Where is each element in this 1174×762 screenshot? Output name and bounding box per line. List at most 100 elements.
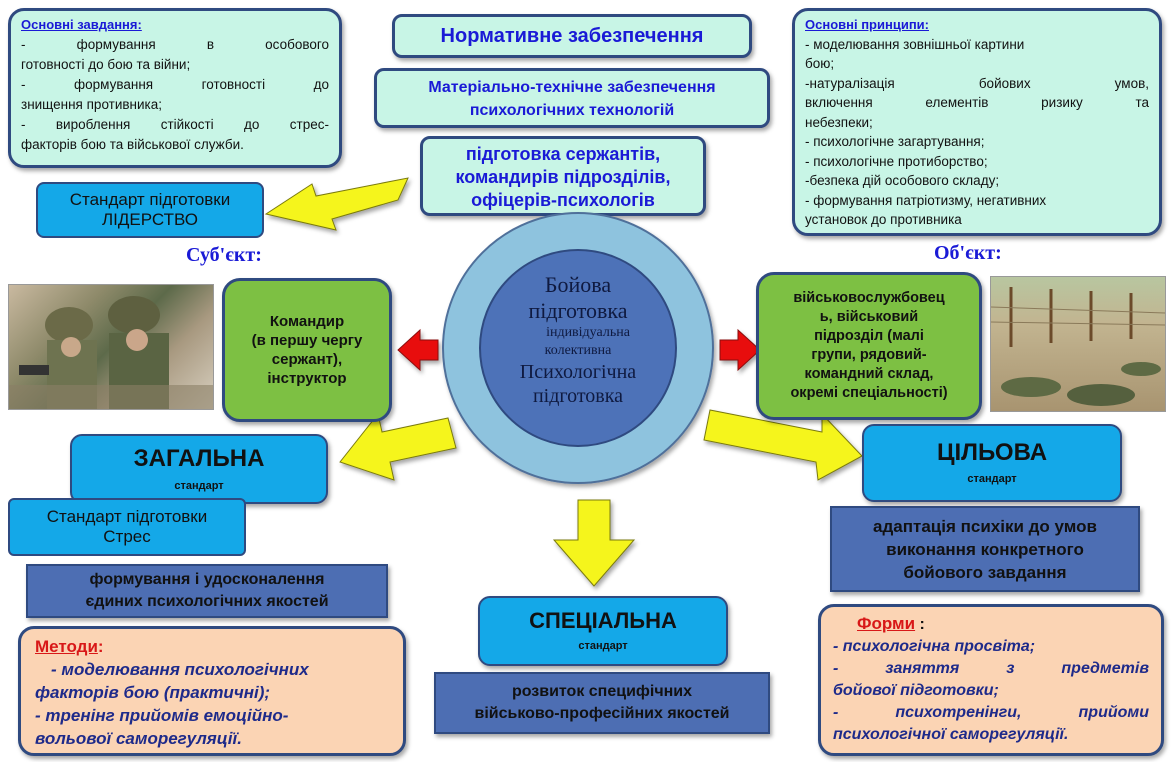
arrow-to-leadership — [264, 177, 409, 231]
target-standard-box: ЦІЛЬОВА стандарт — [862, 424, 1122, 502]
special-description-line: розвиток специфічних — [511, 683, 693, 700]
forms-panel: Форми : - психологічна просвіта; - занят… — [818, 604, 1164, 756]
soldiers-photo — [8, 284, 214, 410]
leadership-standard-line: ЛІДЕРСТВО — [102, 210, 198, 229]
special-subtitle: стандарт — [578, 640, 628, 652]
combat-training-line: Бойова — [544, 272, 612, 297]
task-line: готовності до бою та війни; — [21, 57, 191, 72]
form-line: - психотренінги, прийоми — [833, 704, 1149, 721]
target-description-line: виконання конкретного — [886, 539, 1084, 559]
methods-panel: Методи: - моделювання психологічних факт… — [18, 626, 406, 756]
forms-colon: : — [915, 616, 925, 633]
special-description-line: військово-професійних якостей — [474, 705, 730, 722]
general-description-line: формування і удосконалення — [89, 571, 325, 588]
object-label: Об'єкт: — [934, 242, 1002, 264]
training-line: підготовка сержантів, — [465, 144, 661, 164]
target-description-line: бойового завдання — [903, 562, 1067, 582]
leadership-standard-box: Стандарт підготовки ЛІДЕРСТВО — [36, 182, 264, 238]
principles-panel: Основні принципи: - моделювання зовнішнь… — [792, 8, 1162, 236]
subject-label: Суб'єкт: — [186, 244, 262, 266]
general-standard-box: ЗАГАЛЬНА стандарт — [70, 434, 328, 504]
principle-line: -натуралізація бойових умов, — [805, 75, 1149, 91]
method-line: факторів бою (практичні); — [35, 683, 271, 702]
special-description-box: розвиток специфічних військово-професійн… — [434, 672, 770, 734]
principle-line: - психологічне загартування; — [805, 134, 985, 149]
special-title: СПЕЦІАЛЬНА — [529, 608, 677, 633]
principle-line: небезпеки; — [805, 114, 873, 130]
serviceman-line: командний склад, — [804, 366, 934, 382]
method-line: - моделювання психологічних — [51, 660, 309, 679]
methods-colon: : — [97, 637, 104, 656]
principle-line: - формування патріотизму, негативних — [805, 192, 1047, 208]
general-description-line: єдиних психологічних якостей — [85, 593, 329, 610]
form-line: - психологічна просвіта; — [833, 638, 1036, 655]
general-subtitle: стандарт — [174, 480, 224, 492]
principles-title: Основні принципи: — [805, 17, 929, 32]
individual-label: індивідуальна — [546, 325, 630, 340]
serviceman-line: підрозділ (малі — [814, 328, 924, 344]
principle-line: установок до противника — [805, 212, 962, 227]
method-line: вольової саморегуляції. — [35, 729, 242, 748]
general-title: ЗАГАЛЬНА — [133, 445, 265, 472]
target-description-box: адаптація психіки до умов виконання конк… — [830, 506, 1140, 592]
principle-line: - психологічне протиборство; — [805, 153, 988, 169]
training-field-photo — [990, 276, 1166, 412]
material-support-box: Матеріально-технічне забезпечення психол… — [374, 68, 770, 128]
stress-standard-box: Стандарт підготовки Стрес — [8, 498, 246, 556]
arrow-to-special — [552, 499, 636, 587]
material-support-line: Матеріально-технічне забезпечення — [428, 79, 716, 96]
task-line: - вироблення стійкості до стрес- — [21, 117, 329, 132]
task-line: - формування готовності до — [21, 77, 329, 92]
general-description-box: формування і удосконалення єдиних психол… — [26, 564, 388, 618]
target-subtitle: стандарт — [967, 473, 1017, 485]
task-line: знищення противника; — [21, 97, 163, 112]
principle-line: включення елементів ризику та — [805, 95, 1149, 110]
serviceman-box: військовослужбовец ь, військовий підрозд… — [756, 272, 982, 420]
serviceman-line: ь, військовий — [819, 309, 919, 325]
form-line: бойової підготовки; — [833, 682, 999, 699]
training-box: підготовка сержантів, командирів підрозд… — [420, 136, 706, 216]
serviceman-line: групи, рядовий- — [811, 347, 927, 363]
main-tasks-panel: Основні завдання: - формування в особово… — [8, 8, 342, 168]
special-standard-box: СПЕЦІАЛЬНА стандарт — [478, 596, 728, 666]
serviceman-line: окремі спеціальності) — [790, 385, 948, 401]
target-description-line: адаптація психіки до умов — [873, 516, 1097, 536]
psych-training-line: підготовка — [532, 385, 624, 407]
arrow-to-general — [339, 412, 457, 481]
task-line: - формування в особового — [21, 37, 329, 52]
stress-standard-line: Стандарт підготовки — [46, 507, 208, 526]
collective-label: колективна — [544, 343, 612, 358]
training-field-photo-image — [991, 287, 1165, 406]
commander-line: інструктор — [267, 370, 347, 387]
methods-title: Методи — [35, 637, 98, 656]
center-circle-text: Бойова підготовка індивідуальна колектив… — [480, 272, 676, 408]
arrow-to-target — [703, 409, 863, 481]
material-support-line: психологічних технологій — [469, 102, 675, 119]
leadership-standard-line: Стандарт підготовки — [69, 190, 231, 209]
serviceman-line: військовослужбовец — [793, 290, 945, 306]
training-line: командирів підрозділів, — [455, 167, 671, 187]
training-line: офіцерів-психологів — [471, 190, 655, 210]
psych-training-line: Психологічна — [519, 361, 637, 383]
form-line: - заняття з предметів — [833, 660, 1149, 677]
form-line: психологічної саморегуляції. — [833, 726, 1069, 743]
target-title: ЦІЛЬОВА — [936, 439, 1048, 466]
combat-training-line: підготовка — [528, 298, 628, 323]
forms-title: Форми — [857, 614, 916, 633]
normative-support-box: Нормативне забезпечення — [392, 14, 752, 58]
commander-line: (в першу чергу — [251, 332, 363, 349]
normative-support-label: Нормативне забезпечення — [440, 25, 704, 47]
commander-box: Командир (в першу чергу сержант), інстру… — [222, 278, 392, 422]
principle-line: -безпека дій особового складу; — [805, 173, 1000, 188]
method-line: - тренінг прийомів емоційно- — [35, 706, 289, 725]
red-arrow-right — [719, 328, 761, 372]
stress-standard-line: Стрес — [103, 527, 151, 546]
red-arrow-left — [397, 328, 439, 372]
commander-line: Командир — [269, 313, 345, 330]
principle-line: бою; — [805, 56, 835, 71]
principle-line: - моделювання зовнішньої картини — [805, 36, 1025, 52]
task-line: факторів бою та військової служби. — [21, 137, 244, 152]
soldiers-photo-image — [9, 296, 213, 409]
commander-line: сержант), — [271, 351, 343, 368]
main-tasks-title: Основні завдання: — [21, 17, 142, 32]
